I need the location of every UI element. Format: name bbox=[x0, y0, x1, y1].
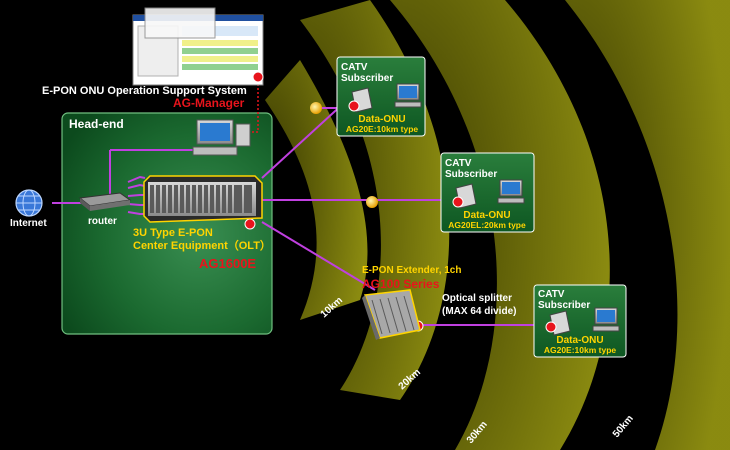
bulb-icons bbox=[310, 102, 378, 208]
subscriber-onu-label: Data-ONU bbox=[463, 210, 510, 221]
oss-product: AG-Manager bbox=[173, 96, 245, 110]
splitter-line2: (MAX 64 divide) bbox=[442, 306, 516, 317]
subscriber-panel-3: CATV Subscriber Data-ONU AG20E:10km type bbox=[533, 284, 627, 358]
internet-label: Internet bbox=[10, 218, 47, 229]
oss-title: E-PON ONU Operation Support System bbox=[42, 85, 247, 97]
subscriber-type-label: AG20EL:20km type bbox=[448, 220, 526, 230]
subscriber-subscriber-label: Subscriber bbox=[341, 73, 393, 84]
ring-50km bbox=[565, 0, 730, 450]
subscriber-subscriber-label: Subscriber bbox=[445, 169, 497, 180]
subscriber-catv-label: CATV bbox=[445, 158, 472, 169]
headend-label: Head-end bbox=[69, 117, 124, 131]
connector-dot bbox=[545, 321, 557, 333]
extender-model: AG100 Series bbox=[362, 277, 440, 291]
extender-line1: E-PON Extender, 1ch bbox=[362, 265, 461, 276]
subscriber-catv-label: CATV bbox=[538, 289, 565, 300]
olt-line1: 3U Type E-PON bbox=[133, 227, 213, 239]
subscriber-panel-2: CATV Subscriber Data-ONU AG20EL:20km typ… bbox=[440, 152, 535, 233]
subscriber-type-label: AG20E:10km type bbox=[346, 124, 419, 134]
subscriber-pc-icon bbox=[592, 307, 620, 332]
subscriber-subscriber-label: Subscriber bbox=[538, 300, 590, 311]
olt-model: AG1600E bbox=[199, 256, 256, 271]
connector-dot bbox=[348, 100, 360, 112]
subscriber-onu-label: Data-ONU bbox=[556, 335, 603, 346]
subscriber-pc-icon bbox=[497, 179, 525, 204]
router-icon bbox=[78, 192, 132, 211]
subscriber-onu-label: Data-ONU bbox=[358, 114, 405, 125]
connector-dot bbox=[252, 71, 264, 83]
bulb-icon bbox=[310, 102, 322, 114]
connector-dot bbox=[452, 196, 464, 208]
subscriber-panel-1: CATV Subscriber Data-ONU AG20E:10km type bbox=[336, 56, 426, 137]
oss-screen-image bbox=[132, 7, 264, 86]
olt-line2: Center Equipment（OLT） bbox=[133, 239, 271, 252]
internet-globe-icon bbox=[15, 189, 43, 217]
olt-device-image bbox=[143, 175, 263, 223]
ring-10km bbox=[265, 60, 368, 320]
connector-dot bbox=[244, 218, 256, 230]
bulb-icon bbox=[366, 196, 378, 208]
subscriber-type-label: AG20E:10km type bbox=[544, 345, 617, 355]
router-label: router bbox=[88, 216, 117, 227]
headend-pc-icon bbox=[192, 119, 251, 156]
subscriber-catv-label: CATV bbox=[341, 62, 368, 73]
extender-device-image bbox=[362, 289, 421, 340]
splitter-line1: Optical splitter bbox=[442, 293, 512, 304]
headend-panel bbox=[61, 112, 273, 335]
distance-label-50km: 50km bbox=[611, 413, 636, 440]
subscriber-pc-icon bbox=[394, 83, 422, 108]
